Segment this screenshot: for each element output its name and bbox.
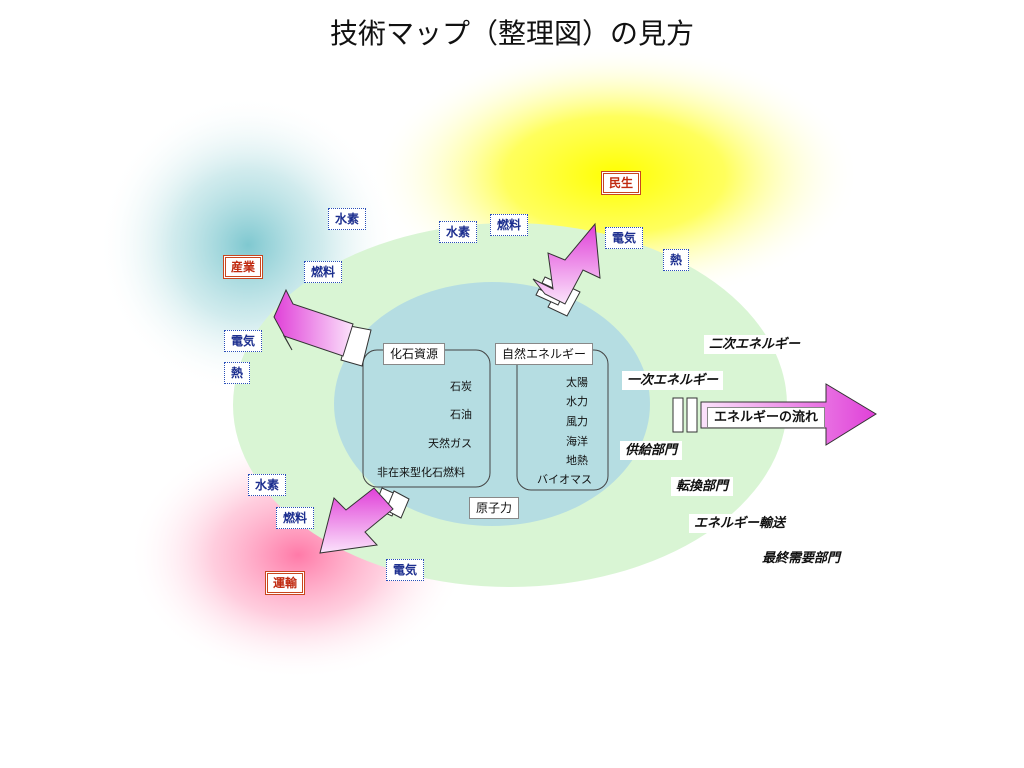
energy-flow-label: エネルギーの流れ (707, 407, 826, 428)
natural-geothermal: 地熱 (566, 454, 588, 467)
unyu-fuel: 燃料 (276, 507, 315, 529)
legend-supply-sector: 供給部門 (620, 441, 683, 460)
minsei-heat: 熱 (663, 249, 690, 271)
nuclear-label: 原子力 (469, 497, 520, 519)
sangyo-heat: 熱 (224, 362, 251, 384)
natural-solar: 太陽 (566, 376, 588, 389)
natural-wind: 風力 (566, 415, 588, 428)
unyu-hydrogen: 水素 (248, 474, 287, 496)
arrow-to-unyu (319, 487, 410, 554)
legend-final-demand-sector: 最終需要部門 (762, 551, 841, 566)
sector-sangyo: 産業 (223, 255, 264, 279)
legend-energy-transport: エネルギー輸送 (689, 514, 791, 533)
natural-hydro: 水力 (566, 395, 588, 408)
natural-header: 自然エネルギー (495, 343, 594, 365)
sector-minsei: 民生 (601, 171, 642, 195)
natural-biomass: バイオマス (537, 473, 592, 486)
sangyo-electricity: 電気 (224, 330, 263, 352)
legend-secondary-energy: 二次エネルギー (704, 335, 806, 354)
legend-primary-energy: 一次エネルギー (622, 371, 724, 390)
arrow-to-minsei (532, 222, 601, 317)
unyu-electricity: 電気 (386, 559, 425, 581)
sangyo-hydrogen: 水素 (328, 208, 367, 230)
arrow-to-sangyo (273, 288, 372, 367)
minsei-hydrogen: 水素 (439, 221, 478, 243)
fossil-unconventional: 非在来型化石燃料 (377, 466, 465, 479)
minsei-fuel: 燃料 (490, 214, 529, 236)
sector-unyu: 運輸 (265, 571, 306, 595)
fossil-natural-gas: 天然ガス (428, 437, 472, 450)
natural-ocean: 海洋 (566, 435, 588, 448)
minsei-electricity: 電気 (605, 227, 644, 249)
fossil-oil: 石油 (450, 408, 472, 421)
sangyo-fuel: 燃料 (304, 261, 343, 283)
fossil-header: 化石資源 (383, 343, 446, 365)
fossil-coal: 石炭 (450, 380, 472, 393)
legend-conversion-sector: 転換部門 (671, 477, 734, 496)
page-title: 技術マップ（整理図）の見方 (329, 17, 694, 50)
